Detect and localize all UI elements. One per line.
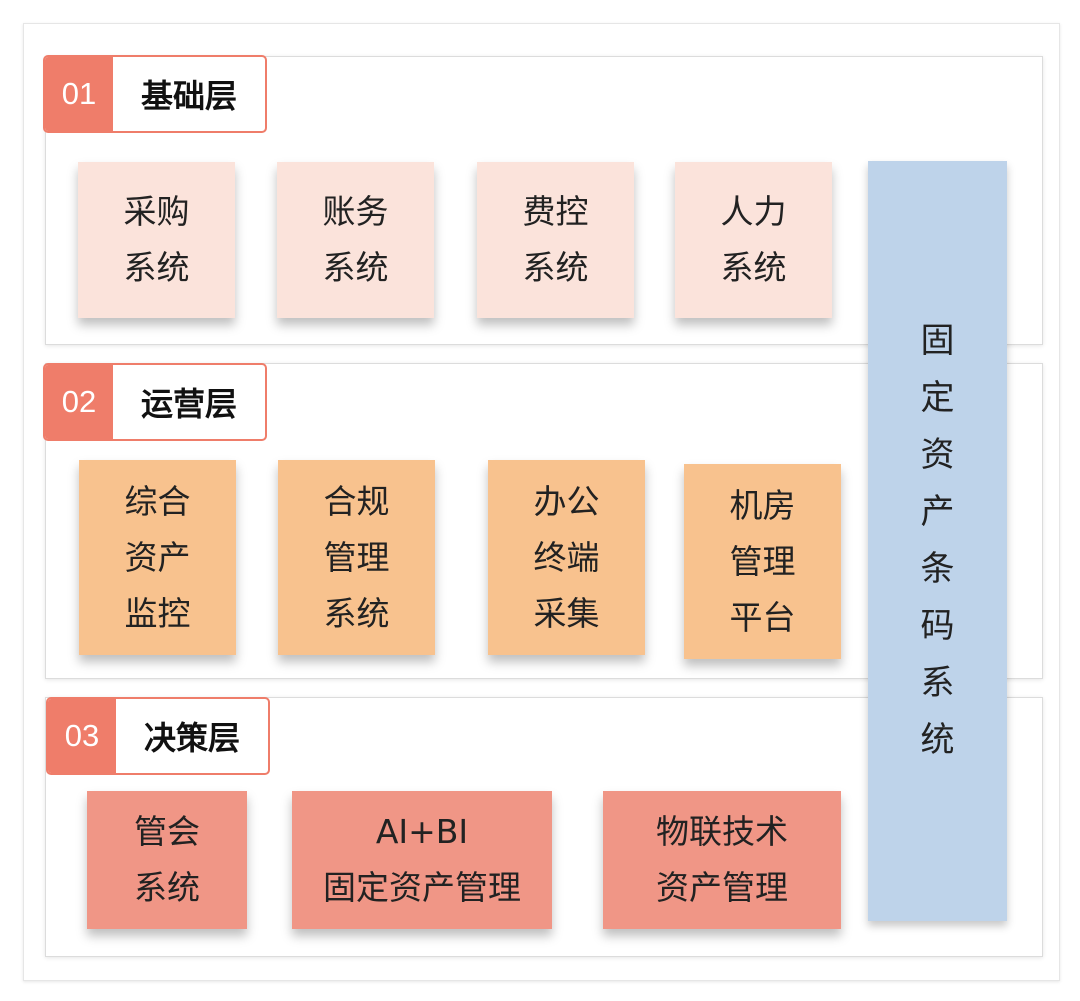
- card-line: 综合: [124, 481, 191, 521]
- layer-title: 运营层: [140, 385, 237, 423]
- layer-number: 01: [45, 57, 113, 131]
- card-hr-system: 人力 系统: [675, 162, 832, 318]
- card-line: 资产: [124, 537, 191, 577]
- side-char: 产: [920, 492, 955, 532]
- layer-title: 基础层: [140, 77, 237, 115]
- layer-badge-decision: 03 决策层: [46, 697, 270, 775]
- card-line: 管理: [729, 541, 796, 581]
- side-char: 固: [920, 321, 955, 361]
- layer-badge-basic: 01 基础层: [43, 55, 267, 133]
- card-ai-bi-fixed-asset-management: AI+BI 固定资产管理: [292, 791, 552, 929]
- card-line: AI+BI: [375, 812, 469, 851]
- layer-number: 03: [48, 699, 116, 773]
- card-line: 固定资产管理: [323, 868, 521, 907]
- card-office-terminal-collection: 办公 终端 采集: [488, 460, 645, 655]
- side-char: 资: [920, 435, 955, 475]
- card-procurement-system: 采购 系统: [78, 162, 235, 318]
- card-management-accounting-system: 管会 系统: [87, 791, 247, 929]
- card-line: 系统: [134, 868, 200, 907]
- card-line: 资产管理: [656, 868, 788, 907]
- card-line: 管理: [323, 537, 390, 577]
- side-char: 定: [920, 378, 955, 418]
- card-line: 系统: [522, 248, 589, 287]
- card-line: 办公: [533, 481, 600, 521]
- card-server-room-platform: 机房 管理 平台: [684, 464, 841, 659]
- side-char: 条: [920, 549, 955, 589]
- card-line: 系统: [322, 248, 389, 287]
- card-line: 人力: [720, 192, 787, 231]
- card-iot-asset-management: 物联技术 资产管理: [603, 791, 841, 929]
- fixed-asset-barcode-system-bar: 固 定 资 产 条 码 系 统: [868, 161, 1007, 921]
- card-line: 管会: [134, 812, 200, 851]
- card-line: 终端: [533, 537, 600, 577]
- card-line: 监控: [124, 593, 191, 633]
- card-line: 系统: [323, 593, 390, 633]
- side-char: 系: [920, 663, 955, 703]
- side-char: 码: [920, 606, 955, 646]
- card-line: 采集: [533, 593, 600, 633]
- card-line: 账务: [322, 192, 389, 231]
- layer-number: 02: [45, 365, 113, 439]
- card-compliance-management-system: 合规 管理 系统: [278, 460, 435, 655]
- card-accounting-system: 账务 系统: [277, 162, 434, 318]
- card-line: 采购: [123, 192, 190, 231]
- card-line: 合规: [323, 481, 390, 521]
- card-line: 平台: [729, 597, 796, 637]
- card-line: 系统: [720, 248, 787, 287]
- side-char: 统: [920, 720, 955, 760]
- card-line: 系统: [123, 248, 190, 287]
- card-line: 机房: [729, 485, 796, 525]
- layer-title: 决策层: [143, 719, 240, 757]
- layer-badge-operations: 02 运营层: [43, 363, 267, 441]
- card-line: 物联技术: [656, 812, 788, 851]
- card-line: 费控: [522, 192, 589, 231]
- card-asset-monitoring: 综合 资产 监控: [79, 460, 236, 655]
- card-expense-control-system: 费控 系统: [477, 162, 634, 318]
